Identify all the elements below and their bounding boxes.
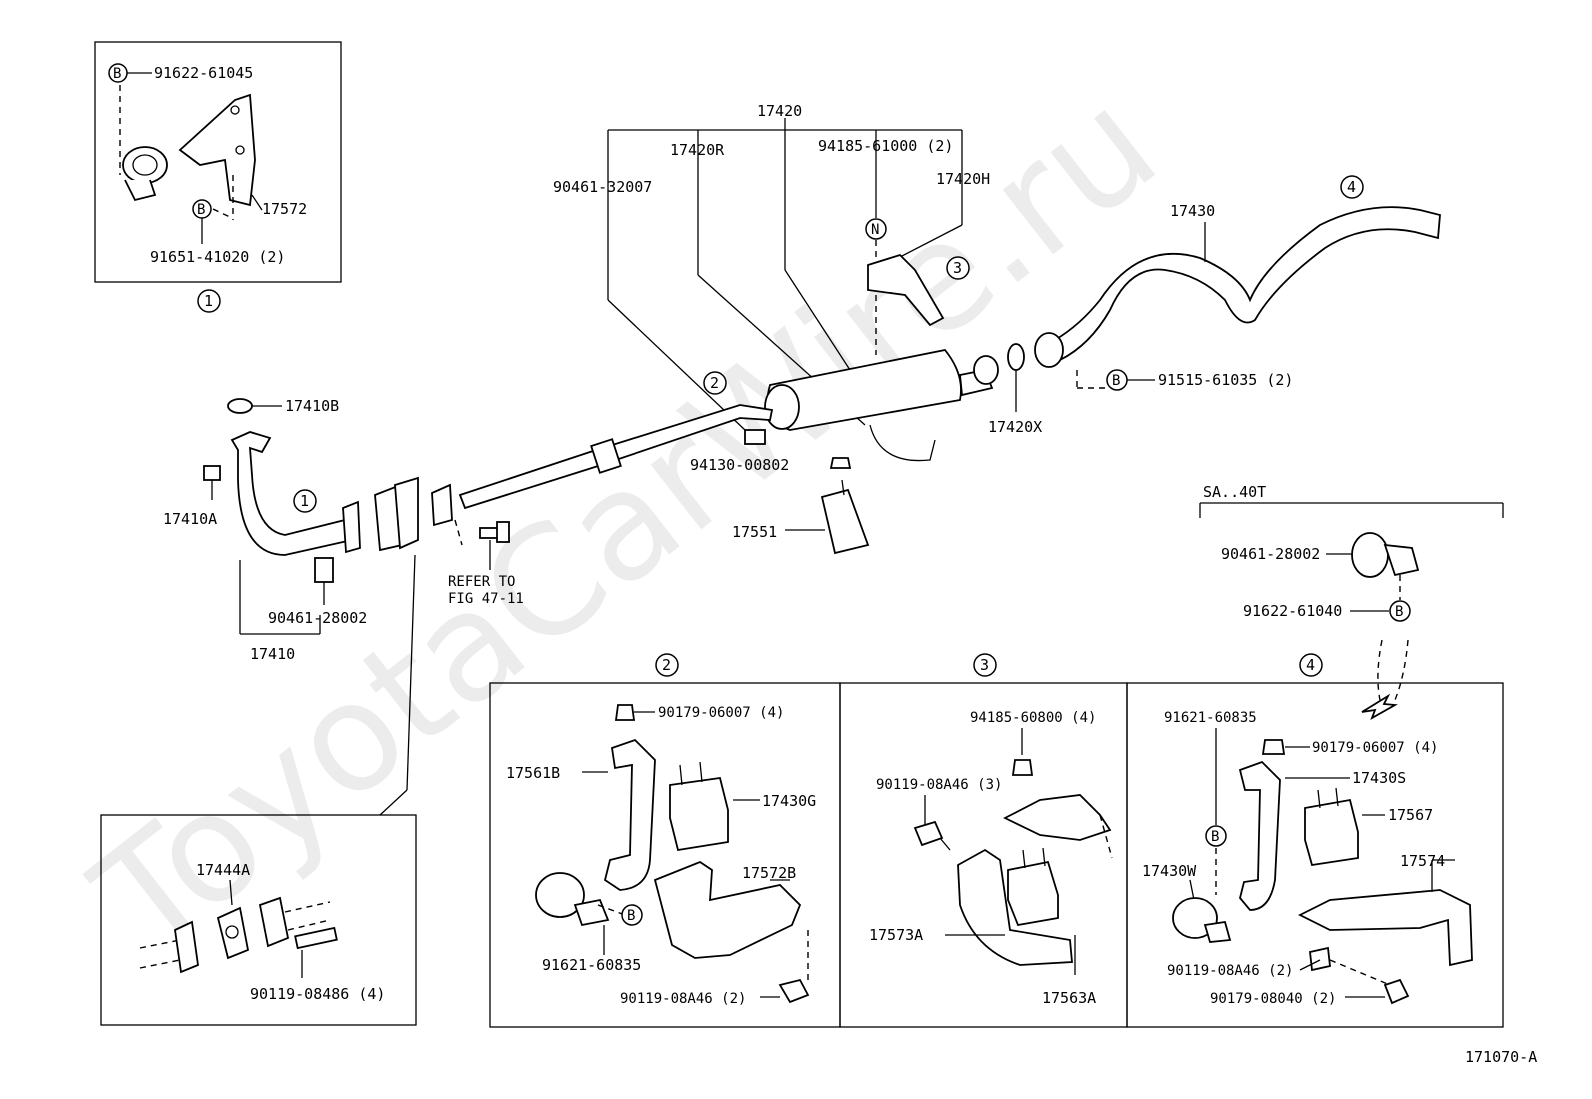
- part-17572B: 17572B: [742, 864, 796, 882]
- part-91621-60835-b4: 91621-60835: [1164, 710, 1257, 726]
- part-17420: 17420: [757, 102, 802, 120]
- part-91651-41020: 91651-41020 (2): [150, 248, 285, 266]
- badge-b: B: [197, 202, 205, 218]
- part-90461-28002: 90461-28002: [268, 609, 367, 627]
- part-17551: 17551: [732, 523, 777, 541]
- part-17574: 17574: [1400, 852, 1445, 870]
- part-17573A: 17573A: [869, 926, 923, 944]
- part-17567: 17567: [1388, 806, 1433, 824]
- part-17430S: 17430S: [1352, 769, 1406, 787]
- part-91622-61040: 91622-61040: [1243, 602, 1342, 620]
- badge-b: B: [1211, 829, 1219, 845]
- part-17563A: 17563A: [1042, 989, 1096, 1007]
- part-90179-06007-b2: 90179-06007 (4): [658, 705, 784, 721]
- callout-4-main: 4: [1347, 178, 1356, 196]
- box-4: 91621-60835 B 90179-06007 (4) 17430S 175…: [1126, 682, 1504, 1028]
- part-17410A: 17410A: [163, 510, 217, 528]
- part-91622-61045: 91622-61045: [154, 64, 253, 82]
- badge-n: N: [871, 222, 879, 238]
- callout-2-main: 2: [710, 374, 719, 392]
- inset-1: B 91622-61045 17572 B 91651-41020 (2): [94, 41, 342, 283]
- callout-2-box: 2: [662, 656, 671, 674]
- part-17430: 17430: [1170, 202, 1215, 220]
- part-17430W: 17430W: [1142, 862, 1197, 880]
- callout-1-main: 1: [300, 492, 309, 510]
- part-17410: 17410: [250, 645, 295, 663]
- part-17572: 17572: [262, 200, 307, 218]
- part-91515-61035: 91515-61035 (2): [1158, 371, 1293, 389]
- refer-line1: REFER TO: [448, 574, 515, 590]
- part-90119-08A46-b4: 90119-08A46 (2): [1167, 963, 1293, 979]
- badge-b: B: [1395, 604, 1403, 620]
- part-90461-32007: 90461-32007: [553, 178, 652, 196]
- figure-id: 171070-A: [1465, 1048, 1537, 1066]
- part-17410B: 17410B: [285, 397, 339, 415]
- sa-40t-group: SA..40T 90461-28002 B 91622-61040: [1199, 483, 1504, 721]
- sa-title: SA..40T: [1203, 483, 1266, 501]
- part-17420X: 17420X: [988, 418, 1042, 436]
- badge-b: B: [627, 908, 635, 924]
- part-90179-06007-b4: 90179-06007 (4): [1312, 740, 1438, 756]
- badge-b: B: [113, 66, 121, 82]
- part-90461-28002-sa: 90461-28002: [1221, 545, 1320, 563]
- callout-3-box: 3: [980, 656, 989, 674]
- part-17420R: 17420R: [670, 141, 725, 159]
- badge-b: B: [1112, 373, 1120, 389]
- part-90179-08040: 90179-08040 (2): [1210, 991, 1336, 1007]
- part-17420H: 17420H: [936, 170, 990, 188]
- part-94185-61000: 94185-61000 (2): [818, 137, 953, 155]
- box-2: 90179-06007 (4) 17561B 17430G B 91621-60…: [489, 682, 841, 1028]
- part-90119-08A46-b3: 90119-08A46 (3): [876, 777, 1002, 793]
- main-exhaust: 17420 17420R 90461-32007 94185-61000 (2)…: [163, 102, 1441, 816]
- part-17444A: 17444A: [196, 861, 250, 879]
- part-90119-08486: 90119-08486 (4): [250, 985, 385, 1003]
- callout-1-top: 1: [204, 292, 213, 310]
- gasket-inset: 17444A 90119-08486 (4): [100, 814, 417, 1026]
- box-3: 94185-60800 (4) 90119-08A46 (3) 17573A 1…: [839, 682, 1128, 1028]
- refer-line2: FIG 47-11: [448, 591, 524, 607]
- callout-4-box: 4: [1306, 656, 1315, 674]
- part-17561B: 17561B: [506, 764, 560, 782]
- part-90119-08A46-b2: 90119-08A46 (2): [620, 991, 746, 1007]
- part-94185-60800: 94185-60800 (4): [970, 710, 1096, 726]
- part-91621-60835-b2: 91621-60835: [542, 956, 641, 974]
- part-94130-00802: 94130-00802: [690, 456, 789, 474]
- callout-3-main: 3: [953, 259, 962, 277]
- part-17430G: 17430G: [762, 792, 816, 810]
